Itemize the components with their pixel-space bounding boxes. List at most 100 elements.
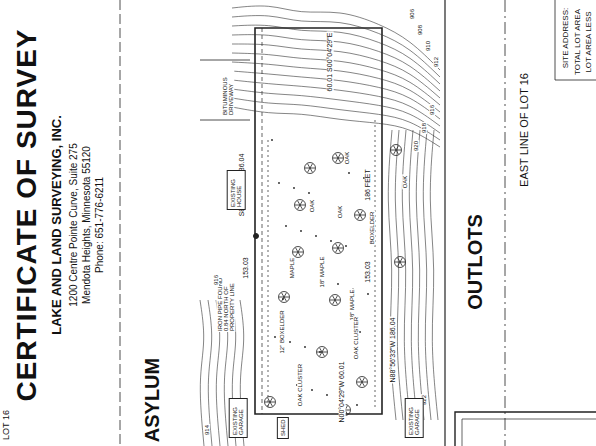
spot-elevation (282, 298, 284, 300)
tree-symbol (330, 295, 341, 306)
spot-elevation (308, 192, 310, 194)
map-label: 60.01 S00°04'29"E (326, 32, 333, 93)
building-outline: EXISTING GARAGE (229, 398, 248, 438)
title-block (455, 412, 596, 446)
map-label: 186 FEET (364, 168, 371, 202)
spot-elevation (274, 336, 276, 338)
contour-line (409, 130, 417, 420)
map-label: 18" MAPLE (319, 256, 325, 289)
contour-label: 914 (204, 424, 210, 436)
contour-line (232, 89, 440, 133)
spot-elevation (300, 230, 302, 232)
building-outline: EXISTING GARAGE (405, 398, 424, 438)
map-label: N88°56'33"W 186.04 (389, 317, 396, 384)
surveyor-info: Mendota Heights, Minnesota 55120 (82, 145, 93, 305)
spot-elevation (285, 225, 287, 227)
contour-line (430, 130, 438, 420)
map-label: LOT AREA LESS (585, 10, 593, 73)
spot-elevation (345, 245, 347, 247)
surveyor-info: LAKE AND LAND SURVEYING, INC. (50, 114, 64, 336)
contour-line (232, 53, 440, 105)
building-label: EXISTING GARAGE (408, 401, 421, 435)
map-label: MAPLE (289, 257, 295, 279)
map-label: OAK (309, 199, 315, 214)
tree-symbol (279, 292, 290, 303)
map-label: 153.03 (242, 256, 249, 279)
map-label: 153.03 (364, 260, 371, 283)
map-label: SITE ADDRESS: (562, 7, 570, 69)
building-outline: SHED (277, 417, 289, 439)
tree-symbol (355, 210, 366, 221)
map-label: BOXELDER (369, 211, 375, 246)
spot-elevation (356, 404, 358, 406)
lot-line (120, 0, 121, 446)
contour-line (232, 62, 440, 112)
map-label: OAK CLUSTER (353, 316, 359, 360)
spot-elevation (319, 351, 321, 353)
setback-line (262, 28, 263, 414)
map-label: BITUMINOUS DRIVEWAY (222, 64, 235, 116)
map-label: 12" BOXELDER (279, 309, 285, 354)
sheet-title: CERTIFICATE OF SURVEY (12, 28, 41, 401)
contour-label: 908 (417, 24, 423, 36)
map-label: OUTLOTS (465, 213, 486, 311)
contour-label: 918 (421, 122, 427, 134)
tree-symbol (305, 163, 316, 174)
lot-boundary (255, 28, 382, 414)
contour-label: 920 (413, 140, 419, 152)
spot-elevation (337, 283, 339, 285)
driveway-edge (200, 60, 250, 120)
surveyor-info: Phone: 651-776-6211 (95, 176, 106, 274)
tree-symbol (317, 347, 328, 358)
contour-line (416, 130, 424, 420)
tree-symbol (357, 377, 368, 388)
map-label: N00°04'29"W 60.01 (338, 360, 345, 423)
contour-label: 906 (409, 8, 415, 20)
building-outline: EXISTING HOUSE (227, 170, 246, 210)
tree-symbol (391, 145, 402, 156)
spot-elevation (348, 172, 350, 174)
title-block (462, 419, 596, 446)
map-label: LOT 16 (2, 409, 11, 441)
contour-line (232, 107, 440, 147)
tree-symbol (395, 257, 406, 268)
contour-label: 916 (213, 274, 219, 286)
spot-elevation (315, 235, 317, 237)
spot-elevation (293, 187, 295, 189)
map-label: OAK CLUSTER (297, 363, 303, 407)
contour-line (232, 16, 440, 77)
tree-symbol (295, 200, 306, 211)
tree-symbol (333, 243, 344, 254)
contour-line (232, 35, 440, 91)
map-label: IRON PIPE FOUND 0.84 NORTH OF PROPERTY L… (217, 268, 236, 332)
site-block (555, 0, 596, 80)
map-label: TOTAL LOT AREA (574, 8, 582, 76)
contour-label: OAK (402, 175, 408, 190)
map-label: OAK (337, 205, 343, 220)
contour-line (423, 130, 431, 420)
spot-elevation (304, 346, 306, 348)
spot-elevation (311, 389, 313, 391)
building-label: EXISTING HOUSE (230, 173, 243, 207)
iron-pipe (254, 234, 259, 239)
contour-label: 910 (425, 40, 431, 52)
spot-elevation (367, 293, 369, 295)
contour-label: 912 (433, 56, 439, 68)
building-label: EXISTING GARAGE (232, 401, 245, 435)
map-label: EAST LINE OF LOT 16 (519, 72, 531, 188)
fence-line (268, 140, 269, 410)
spot-elevation (330, 240, 332, 242)
contour-line (402, 130, 410, 420)
fence-line (375, 120, 376, 410)
spot-elevation (289, 341, 291, 343)
spot-elevation (271, 139, 273, 141)
east-lot-line (505, 0, 506, 446)
surveyor-info: 1200 Centre Pointe Curve, Suite 275 (69, 142, 80, 307)
spot-elevation (326, 394, 328, 396)
lot-line (444, 0, 445, 446)
spot-elevation (359, 331, 361, 333)
contour-line (388, 130, 396, 420)
map-label: ASYLUM (142, 357, 163, 443)
tree-symbol (333, 153, 344, 164)
